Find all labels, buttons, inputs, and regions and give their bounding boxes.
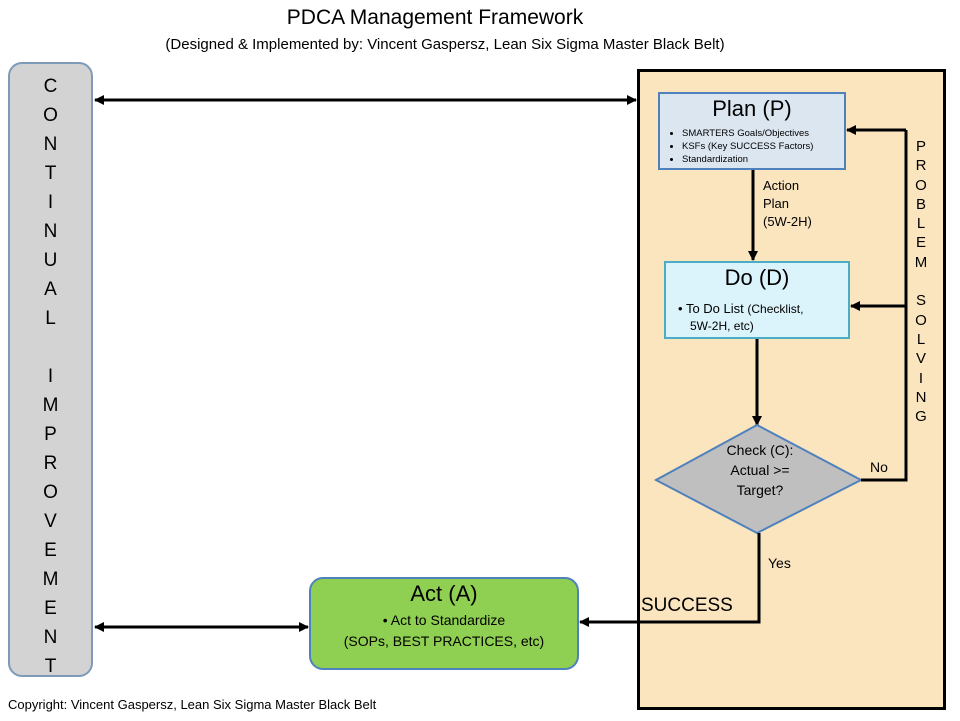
plan-item: KSFs (Key SUCCESS Factors)	[682, 140, 813, 153]
problem-solving-letter: G	[915, 408, 927, 426]
do-box: Do (D) • To Do List (Checklist, 5W-2H, e…	[664, 261, 850, 339]
do-item-line2: 5W-2H, etc)	[690, 319, 754, 333]
do-title: Do (D)	[724, 265, 790, 290]
problem-solving-letter: I	[918, 369, 924, 387]
do-item-main: To Do List	[685, 301, 744, 316]
problem-solving-letter: S	[915, 292, 926, 310]
success-label: SUCCESS	[641, 595, 733, 616]
continual-improvement-letter: E	[44, 540, 57, 561]
plan-title: Plan (P)	[712, 96, 792, 121]
diagram-subtitle: (Designed & Implemented by: Vincent Gasp…	[165, 36, 725, 53]
check-line: Target?	[736, 482, 784, 498]
problem-solving-letter: L	[916, 215, 926, 233]
act-title: Act (A)	[410, 581, 478, 606]
plan-list: SMARTERS Goals/Objectives KSFs (Key SUCC…	[670, 127, 813, 166]
continual-improvement-letter: O	[43, 482, 58, 503]
continual-improvement-letter: T	[44, 656, 57, 677]
continual-improvement-letter: N	[43, 627, 58, 648]
action-plan-line: Action	[763, 178, 800, 193]
continual-improvement-letter: M	[42, 395, 59, 416]
action-plan-line: (5W-2H)	[763, 214, 812, 229]
continual-improvement-letter: T	[44, 163, 57, 184]
continual-improvement-letter: C	[43, 76, 58, 97]
continual-improvement-letter: N	[43, 221, 58, 242]
continual-improvement-letter: M	[42, 569, 59, 590]
check-label: Check (C): Actual >= Target?	[700, 440, 820, 500]
act-line: (SOPs, BEST PRACTICES, etc)	[343, 633, 545, 649]
no-label: No	[870, 459, 888, 475]
problem-solving-letter: E	[915, 234, 926, 252]
check-line: Check (C):	[726, 442, 794, 458]
plan-item: Standardization	[682, 153, 813, 166]
continual-improvement-letter: N	[43, 134, 58, 155]
problem-solving-letter: P	[915, 138, 926, 155]
problem-solving-letter: N	[915, 388, 927, 406]
problem-solving-letter: M	[914, 253, 928, 271]
continual-improvement-letter: I	[47, 192, 54, 213]
continual-improvement-letter: I	[47, 366, 54, 387]
yes-label: Yes	[768, 555, 791, 571]
plan-item: SMARTERS Goals/Objectives	[682, 127, 813, 140]
yes-path-line	[579, 533, 761, 627]
plan-box: Plan (P) SMARTERS Goals/Objectives KSFs …	[658, 92, 846, 170]
continual-improvement-letter: O	[43, 105, 58, 126]
continual-improvement-letter: E	[44, 598, 57, 619]
continual-improvement-letter: U	[43, 250, 58, 271]
do-bullet: •	[678, 301, 683, 316]
continual-improvement-letter: A	[44, 279, 57, 300]
continual-improvement-letter: P	[44, 424, 57, 445]
copyright-note: Copyright: Vincent Gaspersz, Lean Six Si…	[8, 697, 377, 712]
do-item: • To Do List (Checklist,	[678, 300, 803, 318]
act-box: Act (A) • Act to Standardize (SOPs, BEST…	[309, 577, 579, 670]
problem-solving-letter: L	[916, 330, 926, 348]
problem-solving-letter	[906, 272, 936, 291]
problem-solving-letter: O	[915, 311, 927, 329]
pdca-cycle-panel	[637, 69, 946, 710]
action-plan-line: Plan	[763, 196, 790, 211]
do-item-paren: (Checklist,	[747, 302, 804, 316]
check-diamond	[653, 423, 864, 535]
problem-solving-letter: R	[915, 157, 927, 175]
diagram-title: PDCA Management Framework	[286, 6, 584, 29]
act-line: • Act to Standardize	[382, 612, 506, 628]
problem-solving-letter: V	[915, 350, 926, 368]
problem-solving-letter: O	[915, 176, 927, 194]
continual-improvement-letter: L	[45, 308, 56, 329]
continual-improvement-letter: R	[43, 453, 58, 474]
continual-improvement-letter: V	[44, 511, 57, 532]
no-loop-line	[861, 130, 908, 482]
problem-solving-letter: B	[915, 195, 926, 213]
check-line: Actual >=	[730, 462, 790, 478]
action-plan-label: Action Plan (5W-2H)	[763, 177, 823, 231]
